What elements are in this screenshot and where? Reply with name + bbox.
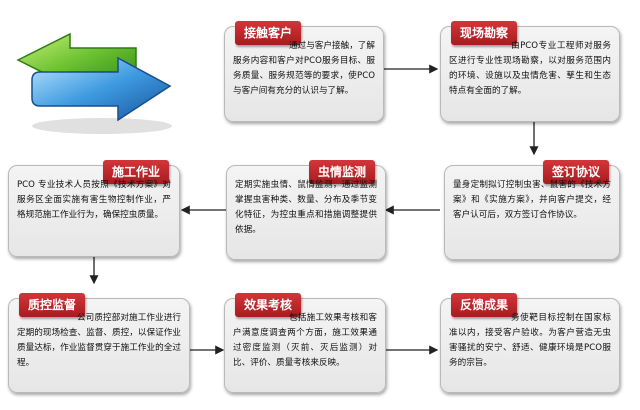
step-card-feedback: 反馈成果 务使靶目标控制在国家标准以内，接受客户验收。为客户营造无虫害骚扰的安宁… — [440, 293, 620, 393]
step-label-construction: 施工作业 — [102, 160, 169, 184]
step-label-agreement: 签订协议 — [542, 160, 609, 184]
step-text-feedback: 务使靶目标控制在国家标准以内，接受客户验收。为客户营造无虫害骚扰的安宁、舒适、健… — [449, 313, 611, 368]
step-card-assessment: 效果考核 包括施工效果考核和客户满意度调查两个方面，施工效果通过密度监测（灭前、… — [224, 293, 386, 393]
step-label-monitoring: 虫情监测 — [308, 160, 375, 184]
step-card-construction: 施工作业 PCO 专业技术人员按照《技术方案》对服务区全面实施有害生物控制作业，… — [8, 160, 180, 257]
step-label-survey: 现场勘察 — [451, 21, 518, 45]
step-text-supervision: 公司质控部对施工作业进行定期的现场检查、监督、质控，以保证作业质量达标，作业监督… — [17, 313, 181, 368]
step-text-agreement: 量身定制拟订控制虫害、鼠害的《技术方案》和《实施方案》，并向客户提交，经客户认可… — [453, 180, 611, 220]
step-label-assessment: 效果考核 — [235, 293, 302, 317]
step-card-contact: 接触客户 通过与客户接触，了解服务内容和客户对PCO服务目标、服务质量、服务规范… — [224, 21, 384, 122]
step-text-contact: 通过与客户接触，了解服务内容和客户对PCO服务目标、服务质量、服务规范等的要求，… — [233, 41, 375, 96]
step-card-agreement: 签订协议 量身定制拟订控制虫害、鼠害的《技术方案》和《实施方案》，并向客户提交，… — [444, 160, 620, 260]
step-card-survey: 现场勘察 由PCO专业工程师对服务区进行专业性现场勘察，以对服务范围内的环境、设… — [440, 21, 620, 122]
step-label-feedback: 反馈成果 — [451, 293, 518, 317]
step-text-monitoring: 定期实施虫情、鼠情监测，通过监测掌握虫害种类、数量、分布及季节变化特征，为控虫重… — [235, 180, 377, 235]
double-arrow-logo-icon — [16, 32, 172, 134]
step-card-supervision: 质控监督 公司质控部对施工作业进行定期的现场检查、监督、质控，以保证作业质量达标… — [8, 293, 190, 393]
step-label-contact: 接触客户 — [235, 21, 302, 45]
step-card-monitoring: 虫情监测 定期实施虫情、鼠情监测，通过监测掌握虫害种类、数量、分布及季节变化特征… — [226, 160, 386, 260]
step-text-assessment: 包括施工效果考核和客户满意度调查两个方面，施工效果通过密度监测（灭前、灭后监测）… — [233, 313, 377, 368]
step-text-construction: PCO 专业技术人员按照《技术方案》对服务区全面实施有害生物控制作业，严格规范施… — [17, 180, 171, 220]
step-text-survey: 由PCO专业工程师对服务区进行专业性现场勘察，以对服务范围内的环境、设施以及虫情… — [449, 41, 611, 96]
step-label-supervision: 质控监督 — [19, 293, 86, 317]
